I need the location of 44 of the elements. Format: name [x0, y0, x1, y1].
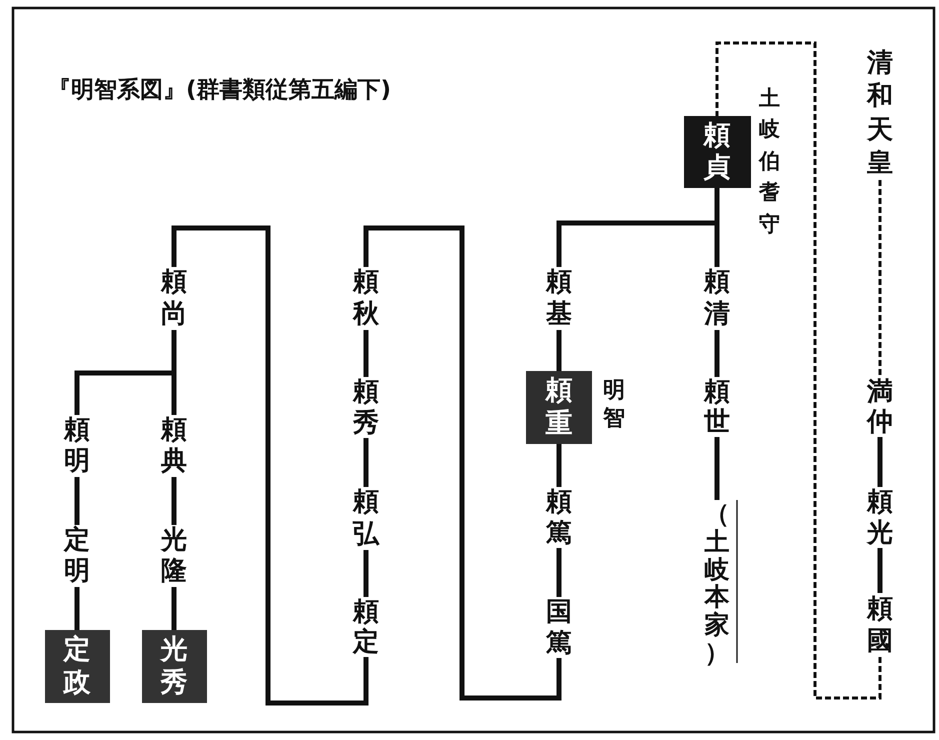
name-note: 土岐伯耆守 — [757, 85, 781, 238]
lineage-line — [364, 438, 368, 487]
person-name: 頼基 — [543, 267, 575, 330]
lineage-line — [878, 437, 882, 487]
person-name: 頼秀 — [350, 377, 382, 438]
highlighted-name-box: 光秀 — [142, 630, 206, 703]
highlighted-name-box: 頼貞 — [684, 116, 750, 188]
person-name: （土岐本家） — [701, 500, 733, 667]
dashed-line — [716, 42, 882, 700]
person-name: 定明 — [61, 525, 93, 587]
name-note: 明智 — [602, 377, 626, 433]
person-name: 頼明 — [61, 415, 93, 477]
person-name: 頼尚 — [158, 267, 190, 330]
lineage-line — [74, 477, 80, 525]
lineage-line — [878, 548, 882, 593]
person-name: 頼定 — [350, 597, 382, 657]
person-name: 頼清 — [701, 267, 733, 330]
person-name: 頼弘 — [350, 487, 382, 550]
person-name: 頼世 — [701, 377, 733, 437]
dashed-line — [878, 180, 882, 377]
lineage-line — [556, 444, 562, 487]
lineage-line — [364, 226, 562, 700]
lineage-line — [74, 587, 80, 630]
lineage-line — [172, 587, 176, 630]
lineage-line — [556, 330, 562, 371]
lineage-line — [714, 330, 720, 377]
lineage-line — [364, 550, 368, 597]
person-name: 国篤 — [543, 597, 575, 658]
lineage-line — [172, 477, 176, 525]
highlighted-name-box: 定政 — [44, 630, 110, 703]
person-name: 頼光 — [864, 487, 896, 548]
title: 『明智系図』(群書類従第五編下) — [48, 76, 392, 105]
lineage-line — [714, 437, 720, 500]
lineage-line — [172, 226, 368, 706]
person-name: 満仲 — [864, 377, 896, 437]
person-name: 清和天皇 — [864, 47, 896, 180]
lineage-line — [556, 548, 562, 597]
person-name: 頼篤 — [543, 487, 575, 548]
highlighted-name-box: 頼重 — [526, 371, 592, 444]
person-name: 光隆 — [158, 525, 190, 587]
person-name: 頼國 — [864, 593, 896, 657]
person-name: 頼秋 — [350, 267, 382, 330]
person-name: 頼典 — [158, 415, 190, 477]
lineage-line — [364, 330, 368, 377]
